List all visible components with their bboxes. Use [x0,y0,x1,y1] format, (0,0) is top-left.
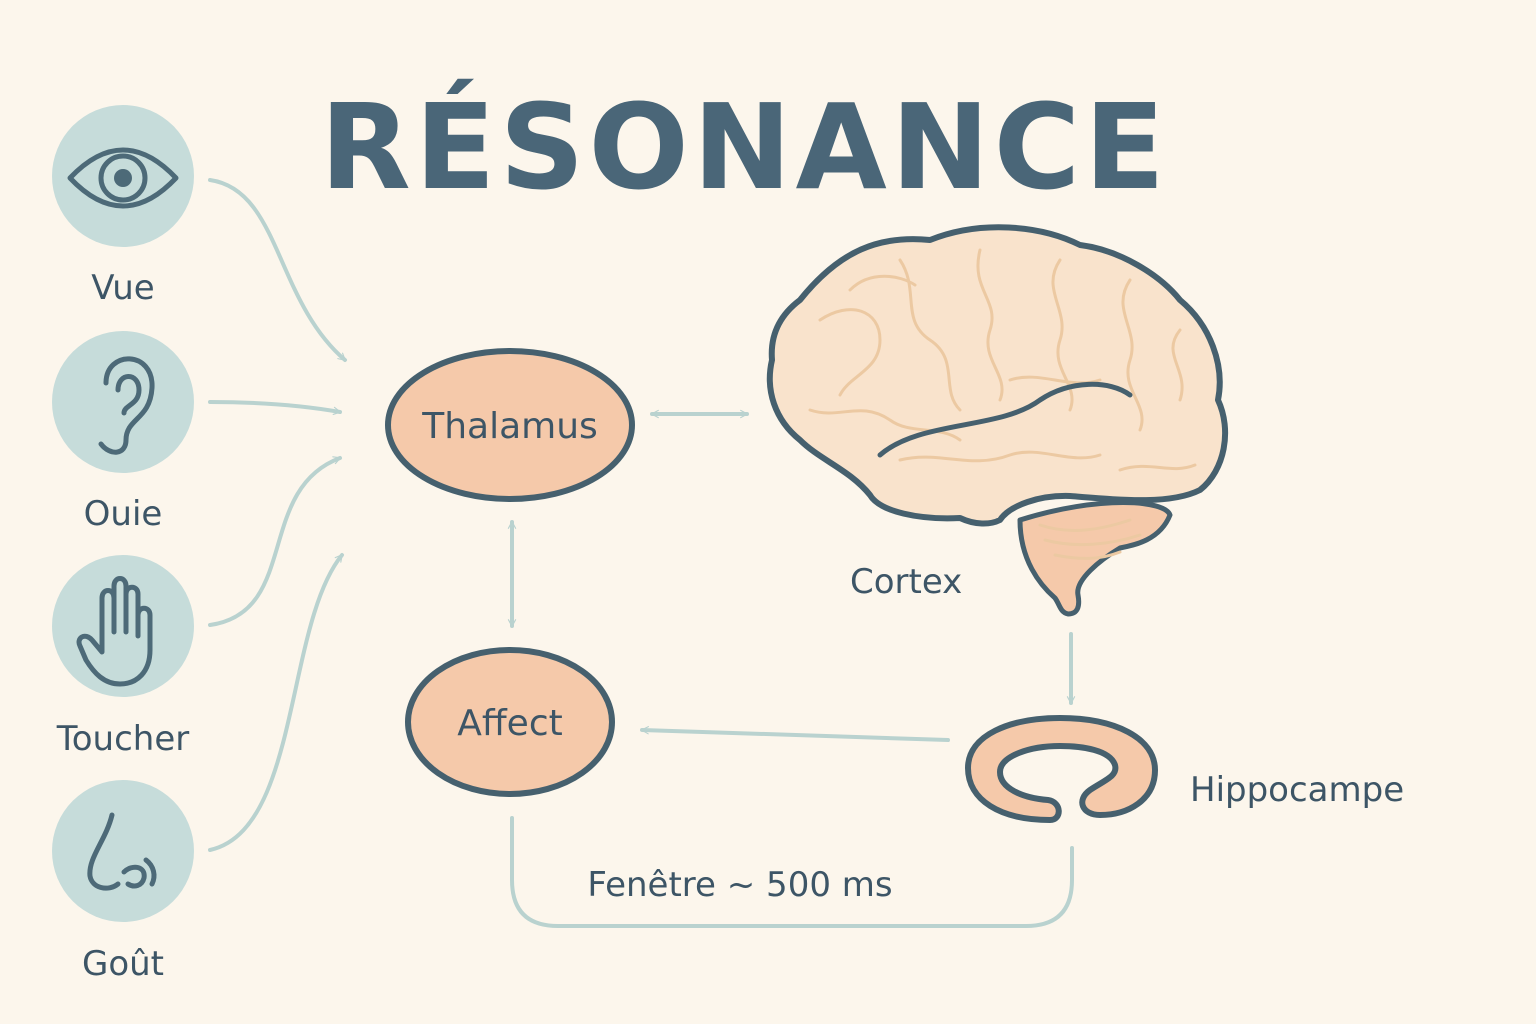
affect-node: Affect [405,647,615,797]
sense-vue: Vue [52,105,194,308]
thalamus-node: Thalamus [385,348,635,502]
loop-connector [510,816,1074,928]
arrow-vue-to-thalamus [208,178,347,362]
sense-ouie: Ouie [52,331,194,534]
arrow-hippocampe-to-affect [640,726,950,742]
node-arrows [507,409,1076,928]
sense-label: Goût [82,944,164,984]
temporal-lobe-edge [877,381,1133,458]
sense-gout: Goût [52,780,194,984]
hippocampe-node [965,715,1158,823]
arrow-gout-to-thalamus [208,553,344,852]
cortex-label: Cortex [850,562,962,602]
hippocampe-shape [965,715,1158,823]
brain-illustration [766,224,1229,617]
arrow-ouie-to-thalamus [208,400,342,416]
sense-label: Toucher [56,719,190,759]
thalamus-ellipse [385,348,635,502]
thalamus-label: Thalamus [421,406,598,447]
nose-icon [87,812,157,891]
sense-toucher: Toucher [52,555,194,759]
sense-label: Vue [91,268,154,308]
hippocampe-label: Hippocampe [1190,770,1404,810]
ear-icon [98,356,155,455]
hand-icon [76,576,153,687]
sense-circle [52,331,194,473]
affect-ellipse [405,647,615,797]
loop-label: Fenêtre ~ 500 ms [587,865,892,905]
affect-label: Affect [457,703,563,744]
page-title: RÉSONANCE [320,78,1169,216]
eye-icon [67,147,179,209]
sense-circle [52,780,194,922]
sense-label: Ouie [84,494,163,534]
arrow-toucher-to-thalamus [208,456,342,627]
sense-arrows [208,178,347,852]
sense-circle [52,555,194,697]
